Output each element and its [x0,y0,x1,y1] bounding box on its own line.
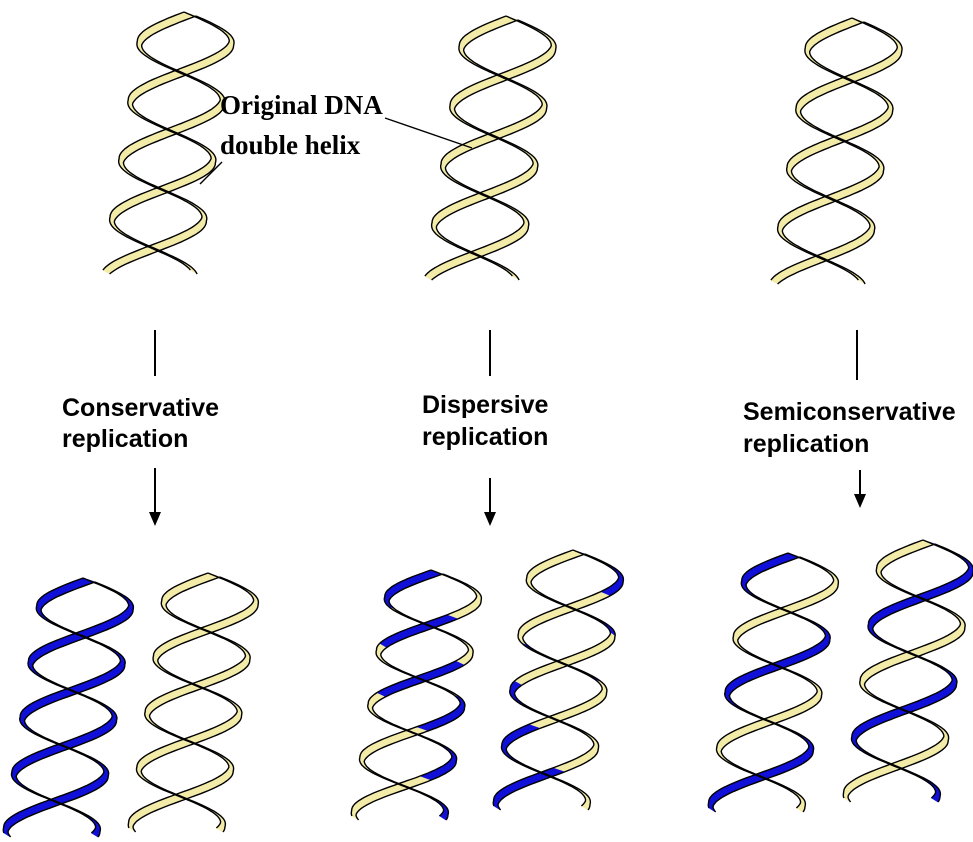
original-helix-dispersive [425,16,556,280]
callout-leader-right [385,118,472,148]
product-helix-conservative-1 [3,578,134,837]
model-title-line-2: replication [62,425,188,453]
model-title-line-2: replication [743,430,869,458]
model-dispersive: Dispersive replication [422,330,549,526]
original-dna-callout: Original DNA double helix [200,90,472,184]
arrow-down-icon [854,494,866,508]
model-title-line-1: Semiconservative [743,398,956,426]
helix-strand-outline [778,18,898,280]
product-helix-dispersive-1 [351,570,482,820]
model-title-line-1: Dispersive [422,391,549,419]
callout-line-1: Original DNA [220,90,383,120]
callout-line-2: double helix [220,130,361,160]
product-helix-conservative-2 [128,573,259,832]
model-title-line-1: Conservative [62,394,219,422]
helix-strand-outline [432,16,552,276]
original-helix-conservative [103,12,234,274]
product-helix-semiconservative-1 [708,553,839,812]
model-conservative: Conservative replication [62,330,219,526]
model-title-line-2: replication [422,423,548,451]
helix-strand-outline [110,12,230,270]
arrow-down-icon [484,512,496,526]
product-helix-semiconservative-2 [843,540,973,802]
original-helix-semiconservative [771,18,902,284]
product-helix-dispersive-2 [493,550,623,810]
arrow-down-icon [149,512,161,526]
model-semiconservative: Semiconservative replication [743,330,956,508]
